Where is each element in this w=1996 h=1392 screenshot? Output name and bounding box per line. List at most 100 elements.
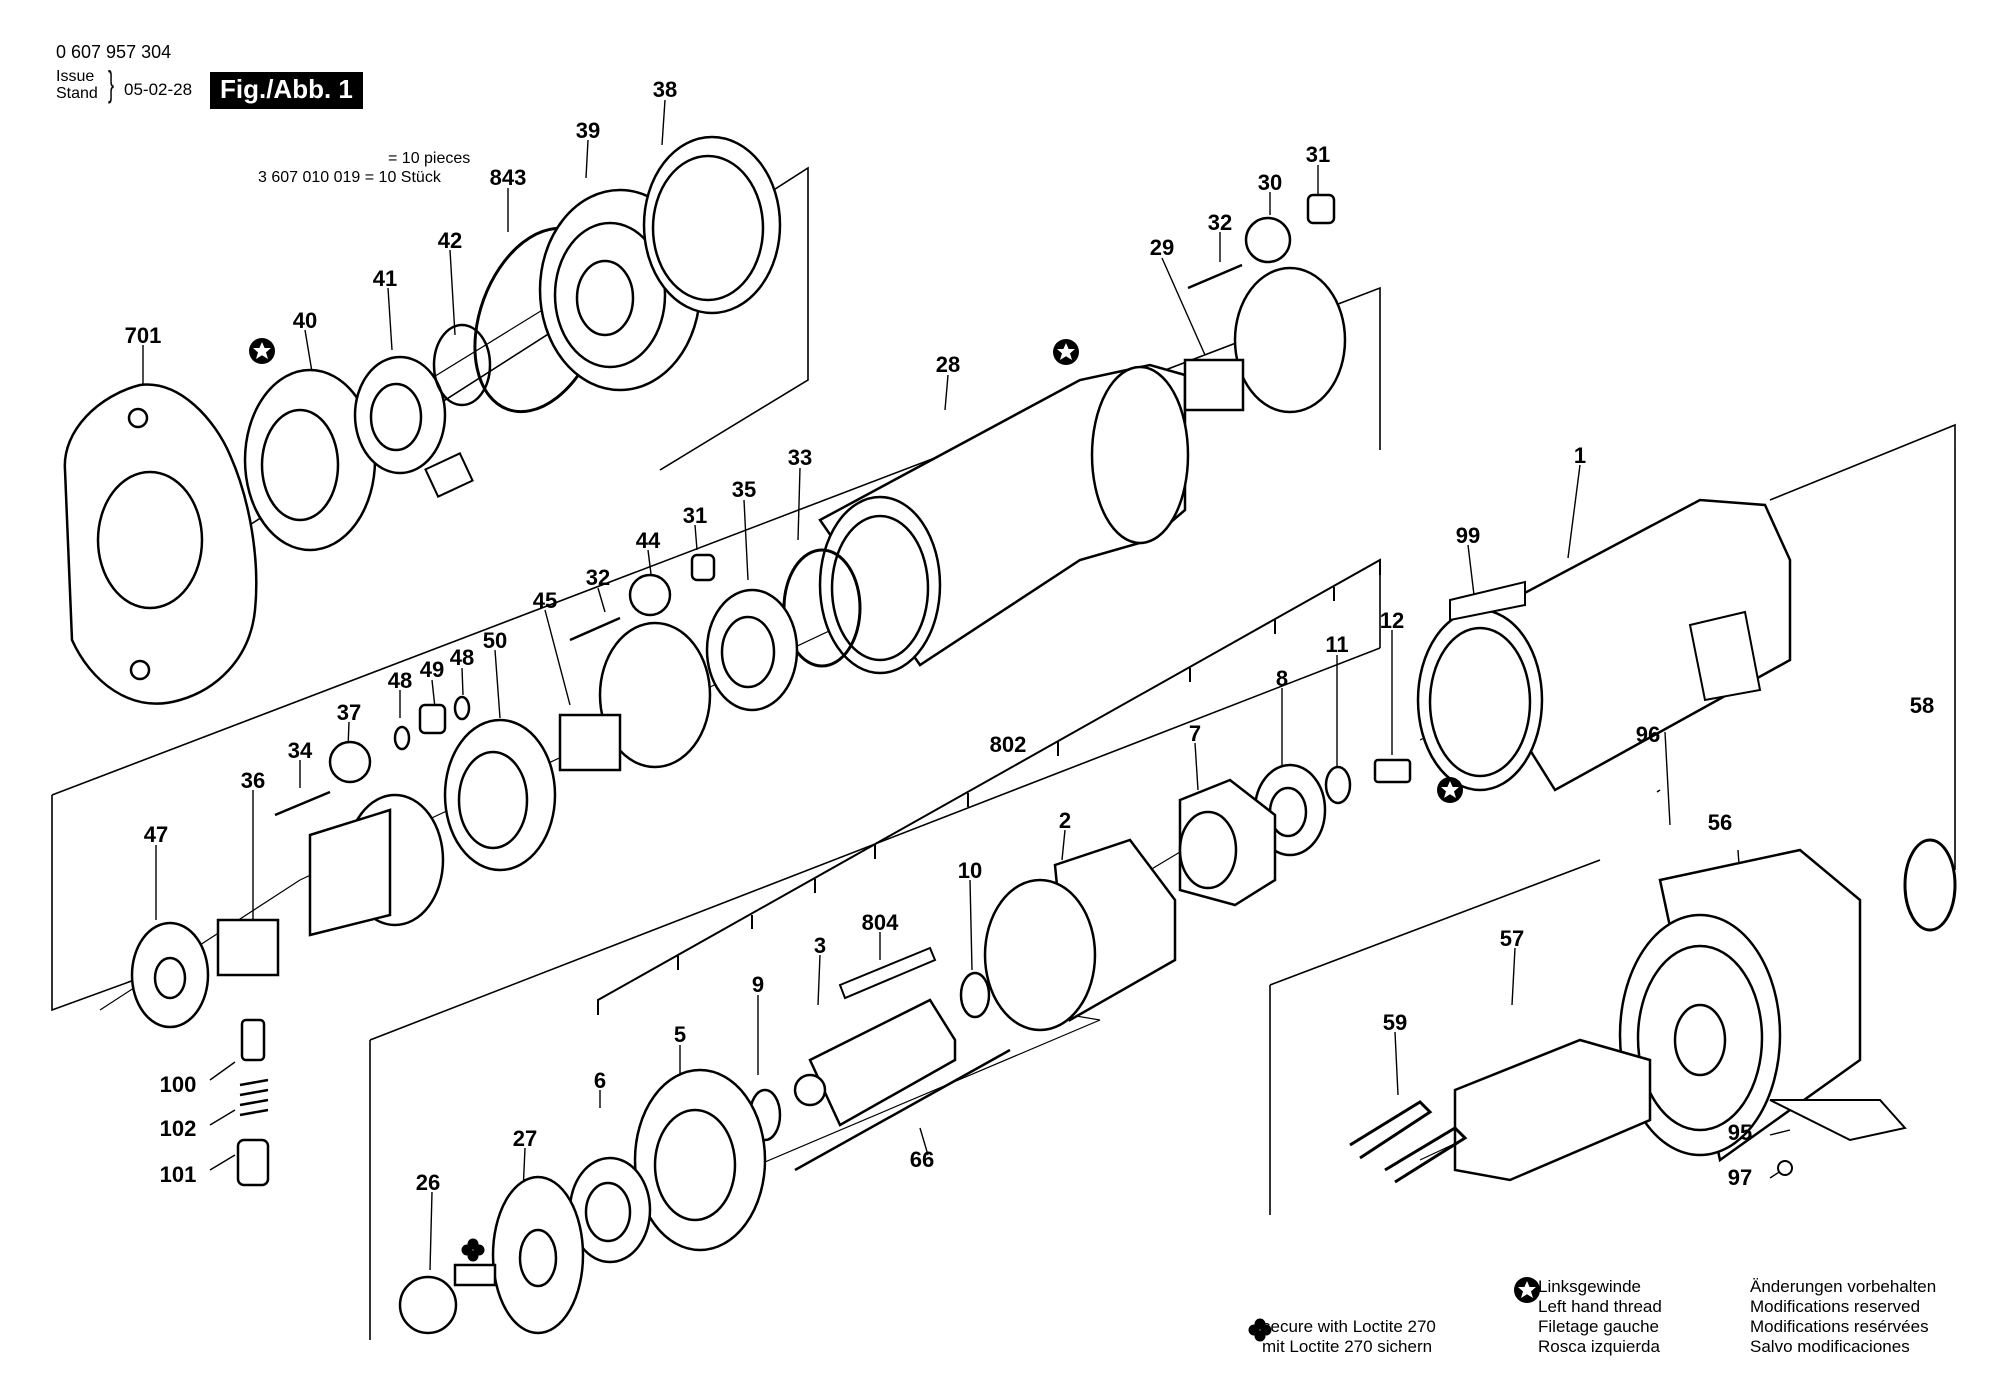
part-66-pin bbox=[794, 1048, 1011, 1172]
part-label: 101 bbox=[160, 1162, 197, 1187]
brace-glyph: } bbox=[108, 63, 115, 104]
modifications-legend: Änderungen vorbehalten Modifications res… bbox=[1750, 1277, 1936, 1357]
part-30-gear bbox=[1244, 216, 1292, 264]
frame-top-left bbox=[147, 166, 809, 591]
part-labels: 38 39 843 42 41 40 701 31 30 32 29 28 33… bbox=[125, 77, 1935, 1195]
part-label: 95 bbox=[1728, 1120, 1752, 1145]
part-label: 48 bbox=[450, 645, 474, 670]
part-97-screw bbox=[1777, 1160, 1793, 1176]
issue-label: Issue bbox=[56, 68, 95, 85]
stand-label: Stand bbox=[56, 85, 98, 102]
part-label: 59 bbox=[1383, 1010, 1407, 1035]
part-5-endplate bbox=[633, 1068, 767, 1252]
part-label: 35 bbox=[732, 477, 756, 502]
part-7-endplate bbox=[1178, 778, 1277, 907]
figure-title: Fig./Abb. 1 bbox=[210, 72, 363, 109]
thread-legend-line: Rosca izquierda bbox=[1538, 1337, 1660, 1356]
part-701-flange bbox=[63, 383, 258, 705]
part-50-bearing bbox=[443, 718, 557, 872]
part-label: 97 bbox=[1728, 1165, 1752, 1190]
thread-legend-line: Filetage gauche bbox=[1538, 1317, 1659, 1336]
part-3-rotor bbox=[793, 998, 957, 1127]
part-10-washer bbox=[959, 971, 991, 1019]
frame-left-bottom bbox=[51, 795, 149, 1012]
part-label: 39 bbox=[576, 118, 600, 143]
part-label: 29 bbox=[1150, 235, 1174, 260]
part-100-102-101-valve bbox=[236, 1018, 270, 1187]
issue-date: 05-02-28 bbox=[124, 80, 193, 99]
part-label: 48 bbox=[388, 668, 412, 693]
mods-legend-line: Modifications resérvées bbox=[1750, 1317, 1929, 1336]
part-label: 843 bbox=[490, 165, 527, 190]
document-number: 0 607 957 304 bbox=[56, 42, 172, 62]
frame-right-top bbox=[1269, 859, 1601, 986]
part-label: 45 bbox=[533, 588, 557, 613]
left-thread-legend: Linksgewinde Left hand thread Filetage g… bbox=[1538, 1277, 1662, 1357]
part-31-sleeve bbox=[1306, 193, 1336, 225]
part-label: 100 bbox=[160, 1072, 197, 1097]
part-label: 44 bbox=[636, 528, 661, 553]
part-49-sleeve bbox=[418, 703, 447, 735]
part-label: 6 bbox=[594, 1068, 606, 1093]
part-label: 32 bbox=[1208, 210, 1232, 235]
part-label: 3 bbox=[814, 933, 826, 958]
part-56-housing bbox=[1618, 848, 1862, 1163]
part-label: 5 bbox=[674, 1022, 686, 1047]
part-label: 1 bbox=[1574, 443, 1586, 468]
mods-legend-line: Änderungen vorbehalten bbox=[1750, 1277, 1937, 1296]
part-label: 28 bbox=[936, 352, 960, 377]
part-label: 2 bbox=[1059, 808, 1071, 833]
loctite-legend-line: mit Loctite 270 sichern bbox=[1262, 1337, 1433, 1356]
pieces-note-line1: = 10 pieces bbox=[388, 150, 471, 167]
part-58-o-ring bbox=[1903, 838, 1957, 932]
part-35-bearing bbox=[705, 588, 799, 712]
part-label: 102 bbox=[160, 1116, 197, 1141]
frame-right bbox=[1769, 423, 1956, 870]
part-label: 10 bbox=[958, 858, 982, 883]
part-label: 58 bbox=[1910, 693, 1934, 718]
part-26-pinion bbox=[398, 1263, 497, 1335]
part-11-washer bbox=[1324, 765, 1352, 805]
pieces-pack-icon bbox=[424, 452, 474, 498]
mods-legend-line: Salvo modificaciones bbox=[1750, 1337, 1910, 1356]
part-label: 96 bbox=[1636, 722, 1660, 747]
part-label: 804 bbox=[862, 910, 899, 935]
part-label: 57 bbox=[1500, 926, 1524, 951]
part-34-pin bbox=[274, 790, 331, 817]
part-label: 27 bbox=[513, 1126, 537, 1151]
part-41-bearing bbox=[353, 355, 447, 475]
pieces-note-line2: 3 607 010 019 = 10 Stück bbox=[258, 169, 441, 186]
mods-legend-line: Modifications reserved bbox=[1750, 1297, 1921, 1316]
part-99-marking bbox=[1449, 580, 1526, 622]
part-45-planet-carrier bbox=[558, 621, 712, 772]
part-57-sleeve bbox=[1453, 1038, 1652, 1182]
part-6-bearing bbox=[568, 1156, 652, 1264]
part-2-cylinder bbox=[983, 838, 1177, 1032]
part-label: 47 bbox=[144, 822, 168, 847]
part-label: 99 bbox=[1456, 523, 1480, 548]
part-38-ring bbox=[642, 135, 782, 315]
part-label: 41 bbox=[373, 266, 397, 291]
part-label: 26 bbox=[416, 1170, 440, 1195]
part-27-washer bbox=[491, 1175, 585, 1335]
thread-legend-line: Left hand thread bbox=[1538, 1297, 1662, 1316]
part-label: 56 bbox=[1708, 810, 1732, 835]
part-label: 36 bbox=[241, 768, 265, 793]
part-42-circlip bbox=[432, 323, 492, 407]
part-label: 34 bbox=[288, 738, 313, 763]
part-label: 33 bbox=[788, 445, 812, 470]
part-96-marking bbox=[1688, 610, 1762, 702]
thread-legend-line: Linksgewinde bbox=[1538, 1277, 1642, 1296]
part-36-spindle bbox=[216, 793, 445, 977]
part-32-pin bbox=[1187, 263, 1243, 290]
loctite-legend-line: secure with Loctite 270 bbox=[1262, 1317, 1436, 1336]
part-59-clips bbox=[1349, 1100, 1468, 1184]
part-label: 9 bbox=[752, 972, 764, 997]
part-40-nut bbox=[243, 368, 377, 552]
loctite-legend: secure with Loctite 270 mit Loctite 270 … bbox=[1262, 1317, 1436, 1357]
part-label: 701 bbox=[125, 323, 162, 348]
part-label: 38 bbox=[653, 77, 677, 102]
part-label: 802 bbox=[990, 732, 1027, 757]
issue-stand-label: Issue Stand bbox=[56, 68, 98, 102]
